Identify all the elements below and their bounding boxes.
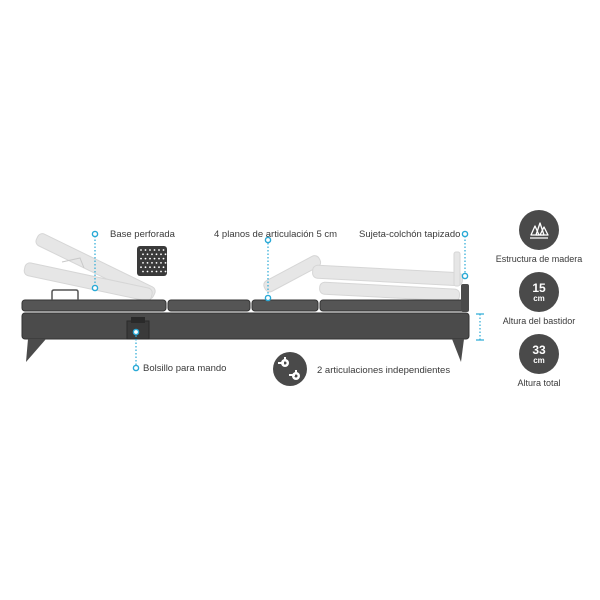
trees-icon bbox=[519, 210, 559, 250]
frame-height-value: 15 bbox=[532, 280, 546, 295]
leg-right bbox=[452, 339, 464, 362]
total-height-badge: 33 cm bbox=[519, 334, 559, 374]
joints-icon bbox=[273, 352, 307, 386]
frame-height-badge: 15 cm bbox=[519, 272, 559, 312]
label-independent-joints: 2 articulaciones independientes bbox=[317, 365, 451, 376]
caption-total-height: Altura total bbox=[517, 378, 561, 388]
head-handle bbox=[51, 289, 79, 300]
deck-section-mid bbox=[167, 299, 251, 312]
bed-deck bbox=[21, 299, 469, 312]
caption-frame-height: Altura del bastidor bbox=[502, 316, 576, 326]
frame-height-unit: cm bbox=[533, 293, 545, 303]
label-mattress-holder: Sujeta-colchón tapizado bbox=[359, 229, 461, 240]
callout-lines bbox=[94, 236, 481, 366]
perforated-base-icon bbox=[137, 246, 167, 276]
total-height-value: 33 bbox=[532, 342, 546, 357]
label-articulation-planes: 4 planos de articulación 5 cm bbox=[214, 229, 338, 240]
label-perforated-base: Base perforada bbox=[110, 229, 175, 240]
caption-structure: Estructura de madera bbox=[495, 254, 583, 264]
bed-frame bbox=[21, 312, 470, 340]
deck-section-seat bbox=[251, 299, 319, 312]
deck-section-foot bbox=[319, 299, 469, 312]
raised-foot-ghost bbox=[263, 251, 464, 302]
leg-left bbox=[26, 339, 46, 362]
total-height-unit: cm bbox=[533, 355, 545, 365]
mattress-holder bbox=[461, 284, 469, 312]
callout-dots bbox=[91, 230, 469, 372]
deck-section-head bbox=[21, 299, 167, 312]
raised-head-ghost bbox=[23, 233, 156, 302]
label-remote-pocket: Bolsillo para mando bbox=[143, 363, 227, 374]
